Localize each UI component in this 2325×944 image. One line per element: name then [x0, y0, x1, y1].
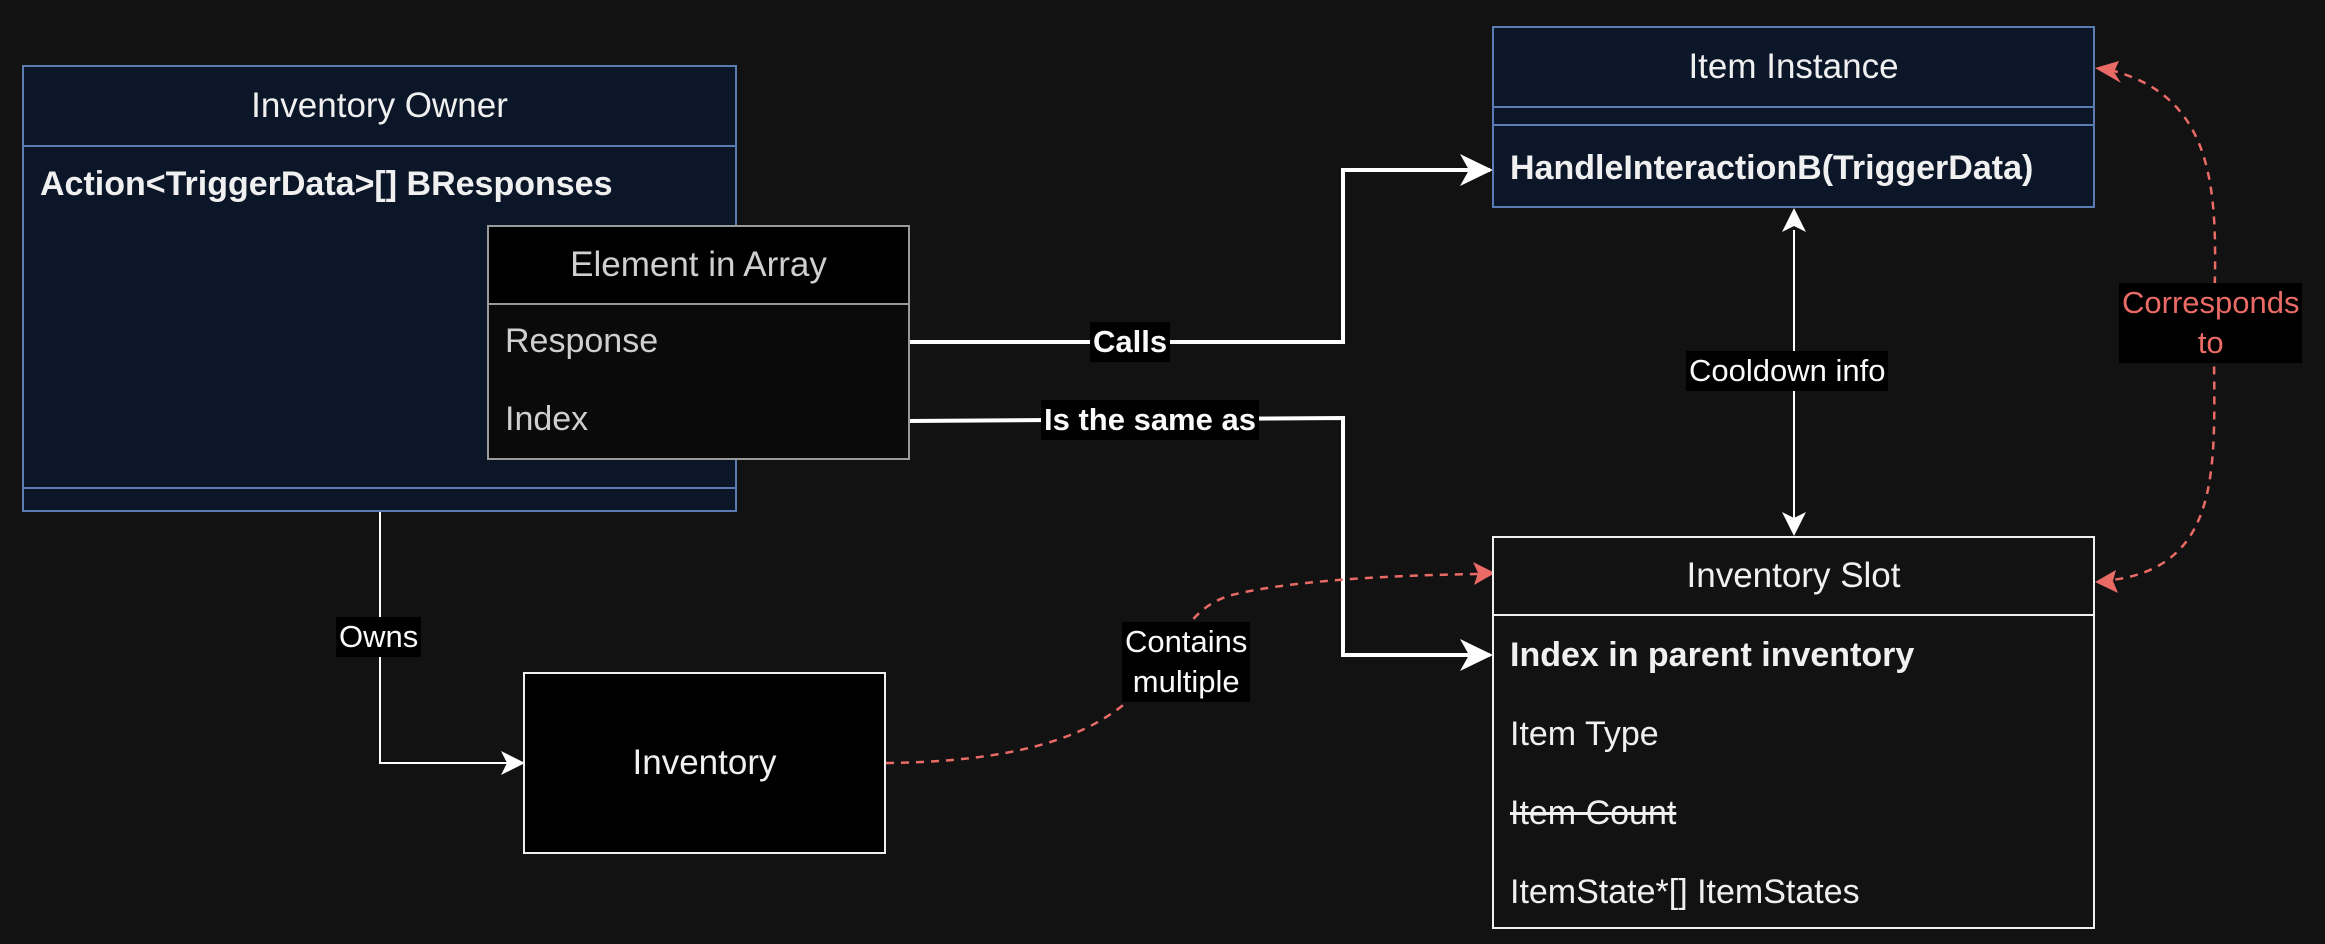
inventory-box: Inventory [523, 672, 886, 854]
label-calls: Calls [1090, 322, 1171, 362]
edge-cooldown-arrowhead-bottom [1782, 512, 1806, 536]
inventory-slot-item-type-field: Item Type [1510, 715, 1659, 753]
label-same-as: Is the same as [1041, 400, 1259, 440]
label-corresponds-line1: Corresponds [2122, 285, 2300, 320]
inventory-slot-title: Inventory Slot [1494, 538, 2093, 616]
label-owns: Owns [336, 617, 422, 657]
inventory-title: Inventory [632, 743, 777, 782]
inventory-owner-title: Inventory Owner [24, 67, 735, 147]
item-instance-method: HandleInteractionB(TriggerData) [1510, 149, 2034, 187]
inventory-slot-class: Inventory Slot Index in parent inventory… [1492, 536, 2095, 929]
edge-cooldown-arrowhead-top [1782, 208, 1806, 232]
inventory-slot-index-field: Index in parent inventory [1510, 636, 1915, 674]
edge-owns-arrowhead [501, 751, 525, 775]
item-instance-title: Item Instance [1494, 28, 2093, 108]
label-cooldown-info: Cooldown info [1686, 351, 1889, 391]
label-corresponds-to: Corresponds to [2119, 283, 2303, 363]
inventory-owner-divider [24, 487, 735, 489]
label-contains-line1: Contains [1125, 624, 1248, 659]
label-corresponds-line2: to [2197, 325, 2224, 360]
edge-contains-arrowhead [1473, 562, 1495, 585]
element-index-field: Index [505, 400, 589, 438]
item-instance-class: Item Instance HandleInteractionB(Trigger… [1492, 26, 2095, 208]
edge-same-as-arrowhead [1460, 639, 1493, 671]
edge-owns [379, 512, 510, 764]
element-response-field: Response [505, 322, 659, 360]
edge-same-as [907, 415, 1490, 657]
edge-contains [885, 572, 1479, 765]
edge-calls-arrowhead [1460, 154, 1493, 186]
edge-corresponds-arrowhead-bottom [2095, 570, 2118, 593]
edge-corresponds [2109, 68, 2217, 582]
element-in-array-class: Element in Array Response Index [487, 225, 910, 460]
inventory-slot-item-states-field: ItemState*[] ItemStates [1510, 873, 1860, 911]
label-contains-line2: multiple [1132, 664, 1240, 699]
label-contains-multiple: Contains multiple [1122, 622, 1251, 702]
edge-corresponds-arrowhead-top [2095, 61, 2121, 83]
element-in-array-title: Element in Array [489, 227, 908, 305]
inventory-slot-item-count-field: Item Count [1510, 794, 1677, 832]
item-instance-divider [1494, 124, 2093, 126]
edge-calls [908, 168, 1490, 344]
inventory-owner-field: Action<TriggerData>[] BResponses [40, 165, 613, 203]
